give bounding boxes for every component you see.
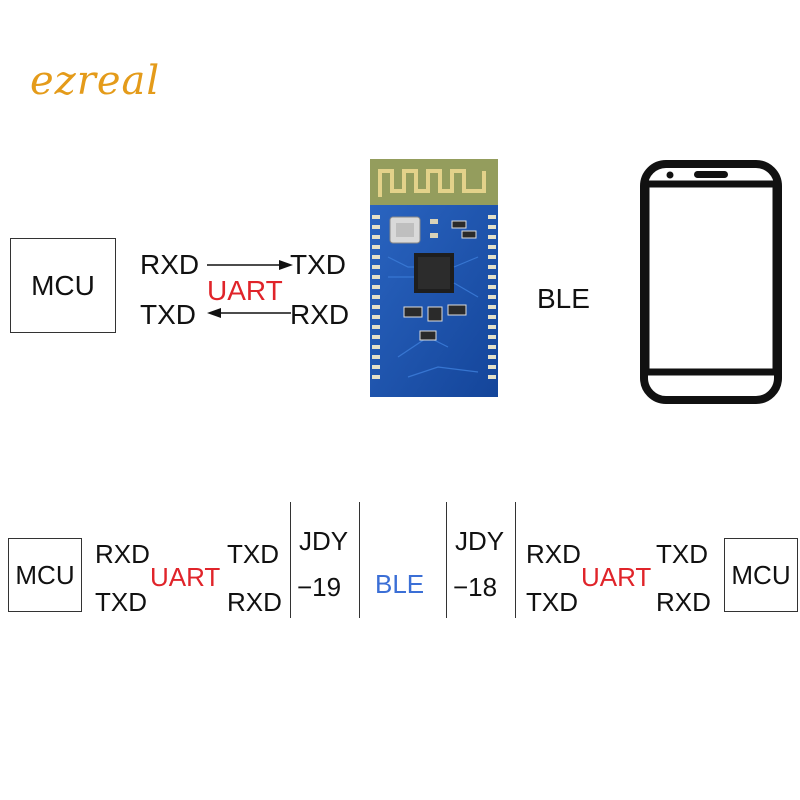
mcu-label-bottom-right: MCU bbox=[731, 560, 791, 590]
txd-label-top-left: TXD bbox=[140, 299, 196, 330]
rxd-label-top-left: RXD bbox=[140, 249, 200, 280]
mcu-label-bottom-left: MCU bbox=[15, 560, 75, 590]
txd-label-top-right: TXD bbox=[290, 249, 346, 280]
uart-label-bottom-right: UART bbox=[581, 562, 652, 592]
jdy18-label-line1: JDY bbox=[455, 526, 505, 556]
ble-label-top: BLE bbox=[537, 283, 590, 314]
jdy18-label-line2: −18 bbox=[453, 572, 498, 602]
mcu-box-bottom-right: MCU bbox=[724, 538, 798, 612]
jdy19-module-bracket: JDY −19 bbox=[290, 502, 360, 618]
uart-label-bottom-left: UART bbox=[150, 562, 221, 592]
arrow-right-icon bbox=[207, 260, 293, 270]
rxd-label-bottom-right: RXD bbox=[526, 539, 581, 569]
uart-label-top: UART bbox=[207, 275, 283, 306]
txd-label-bottom-left-2: TXD bbox=[227, 539, 279, 569]
mcu-label-top: MCU bbox=[31, 269, 95, 301]
jdy19-label-line1: JDY bbox=[299, 526, 349, 556]
rxd-label-bottom-right-2: RXD bbox=[656, 587, 711, 617]
txd-label-bottom-left: TXD bbox=[95, 587, 147, 617]
rxd-label-bottom-left: RXD bbox=[95, 539, 150, 569]
rxd-label-top-right: RXD bbox=[290, 299, 350, 330]
jdy19-label-line2: −19 bbox=[297, 572, 342, 602]
txd-label-bottom-right: TXD bbox=[526, 587, 578, 617]
smartphone-icon bbox=[640, 160, 782, 404]
mcu-box-top: MCU bbox=[10, 238, 116, 333]
mcu-box-bottom-left: MCU bbox=[8, 538, 82, 612]
txd-label-bottom-right-2: TXD bbox=[656, 539, 708, 569]
bluetooth-module-icon bbox=[370, 159, 498, 397]
rxd-label-bottom-left-2: RXD bbox=[227, 587, 282, 617]
jdy18-module-bracket: JDY −18 bbox=[446, 502, 516, 618]
ble-label-bottom: BLE bbox=[375, 569, 425, 599]
watermark-text: ezreal bbox=[30, 58, 161, 104]
arrow-left-icon bbox=[207, 308, 291, 318]
